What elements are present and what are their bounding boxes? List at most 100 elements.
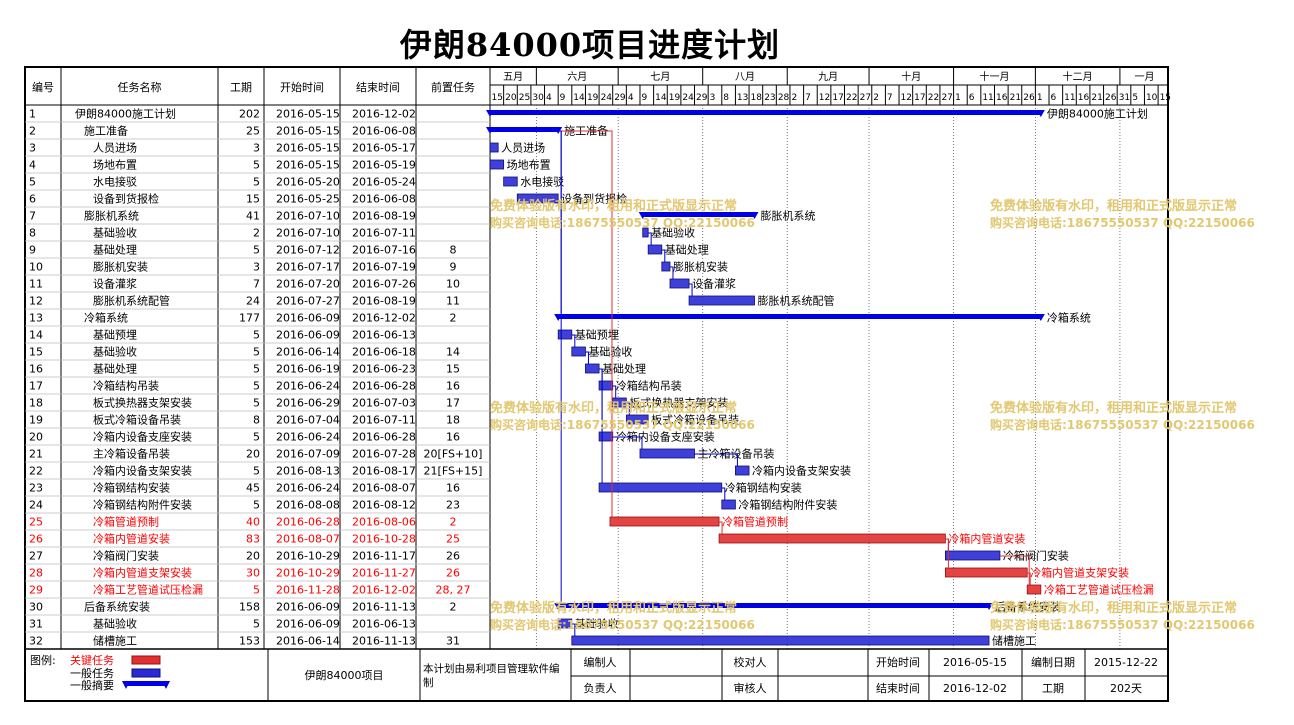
day-tick-label: 7 [887, 93, 893, 103]
task-start-cell: 2016-11-28 [276, 584, 340, 597]
day-tick-label: 10 [1146, 93, 1158, 103]
task-id-cell: 31 [29, 618, 43, 631]
table-header-cell: 工期 [230, 81, 252, 94]
critical-task-bar [944, 567, 1028, 578]
task-end-cell: 2016-05-17 [352, 142, 416, 155]
task-bar [557, 329, 573, 340]
day-tick-label: 29 [614, 93, 626, 103]
task-id-cell: 15 [29, 346, 43, 359]
task-start-cell: 2016-05-15 [276, 159, 340, 172]
dependency-link [648, 232, 652, 245]
task-pred-cell: 31 [446, 635, 460, 648]
dependency-link [661, 249, 666, 262]
task-duration-cell: 8 [253, 414, 260, 427]
task-duration-cell: 5 [253, 159, 260, 172]
day-tick-label: 17 [914, 93, 925, 103]
legend-normal-label: 一般任务 [70, 667, 114, 680]
task-duration-cell: 45 [246, 482, 260, 495]
task-start-cell: 2016-07-10 [276, 210, 340, 223]
footer-project-name: 伊朗84000项目 [305, 669, 384, 682]
task-start-cell: 2016-05-15 [276, 125, 340, 138]
task-bar-label: 冷箱钢结构安装 [725, 481, 802, 495]
task-id-cell: 4 [29, 159, 36, 172]
task-pred-cell: 16 [446, 380, 460, 393]
task-pred-cell: 26 [446, 567, 460, 580]
task-start-cell: 2016-06-09 [276, 312, 340, 325]
task-start-cell: 2016-07-12 [276, 244, 340, 257]
task-bar [639, 448, 695, 459]
footer-compiler-label: 编制人 [584, 655, 617, 669]
day-tick-label: 26 [1105, 93, 1117, 103]
watermark-block: 免费体验版有水印，租用和正式版显示正常 购买咨询电话:18675550537 Q… [990, 400, 1255, 434]
day-tick-label: 6 [969, 93, 975, 103]
task-duration-cell: 83 [246, 533, 260, 546]
task-duration-cell: 177 [239, 312, 260, 325]
task-duration-cell: 5 [253, 465, 260, 478]
task-bar-label: 冷箱阀门安装 [1003, 549, 1069, 563]
task-end-cell: 2016-08-19 [352, 295, 416, 308]
month-label: 五月 [503, 71, 523, 83]
task-id-cell: 25 [29, 516, 43, 529]
footer-date-label: 编制日期 [1031, 655, 1075, 669]
task-bar-label: 后备系统安装 [995, 600, 1061, 614]
summary-end-marker [1036, 110, 1045, 117]
task-id-cell: 5 [29, 176, 36, 189]
task-duration-cell: 24 [246, 295, 260, 308]
task-duration-cell: 5 [253, 397, 260, 410]
watermark-line2: 购买咨询电话:18675550537 QQ:22150066 [490, 418, 755, 432]
day-tick-label: 17 [832, 93, 843, 103]
month-label: 八月 [735, 71, 755, 83]
task-start-cell: 2016-07-27 [276, 295, 340, 308]
watermark-line1: 免费体验版有水印，租用和正式版显示正常 [490, 199, 738, 214]
task-bar-label: 冷箱钢结构附件安装 [738, 498, 837, 512]
legend-summary-label: 一般摘要 [70, 678, 114, 692]
day-tick-label: 18 [751, 93, 763, 103]
month-label: 七月 [650, 71, 670, 83]
dependency-link [612, 385, 617, 398]
task-name-cell: 冷箱钢结构安装 [93, 481, 170, 495]
task-end-cell: 2016-08-12 [352, 499, 416, 512]
task-end-cell: 2016-08-06 [352, 516, 416, 529]
task-start-cell: 2016-06-09 [276, 329, 340, 342]
task-duration-cell: 2 [253, 227, 260, 240]
task-bar-label: 板式冷箱设备吊装 [651, 413, 739, 427]
table-header-cell: 任务名称 [118, 80, 162, 94]
task-bar [516, 193, 559, 204]
task-bar [944, 550, 1001, 561]
task-pred-cell: 23 [446, 499, 460, 512]
task-start-cell: 2016-06-09 [276, 618, 340, 631]
task-bar-label: 基础处理 [665, 244, 709, 257]
task-name-cell: 基础验收 [93, 345, 137, 359]
task-start-cell: 2016-08-07 [276, 533, 340, 546]
critical-task-bar [718, 533, 946, 544]
task-start-cell: 2016-06-24 [276, 380, 340, 393]
task-name-cell: 基础验收 [93, 226, 137, 240]
day-tick-label: 12 [819, 93, 830, 103]
footer-start-value: 2016-05-15 [943, 656, 1007, 669]
task-name-cell: 基础处理 [93, 363, 137, 376]
task-bar-label: 冷箱内管道安装 [948, 532, 1025, 546]
task-end-cell: 2016-07-11 [352, 227, 416, 240]
task-id-cell: 29 [29, 584, 43, 597]
task-id-cell: 6 [29, 193, 36, 206]
task-name-cell: 设备到货报检 [93, 192, 159, 206]
task-name-cell: 冷箱系统 [84, 311, 128, 325]
summary-bar [490, 127, 559, 132]
task-duration-cell: 5 [253, 176, 260, 189]
footer-software-note: 本计划由易利项目管理软件编 [423, 662, 560, 675]
page-title: 伊朗84000项目进度计划 [399, 26, 781, 64]
task-end-cell: 2016-11-13 [352, 601, 416, 614]
task-duration-cell: 5 [253, 431, 260, 444]
task-name-cell: 基础验收 [93, 617, 137, 631]
dependency-link [721, 487, 726, 500]
task-duration-cell: 153 [239, 635, 260, 648]
summary-bar [558, 314, 1041, 319]
task-bar-label: 冷箱管道预制 [722, 515, 788, 529]
dependency-link [571, 334, 576, 347]
summary-start-marker [486, 110, 494, 117]
footer-duration-label: 工期 [1042, 682, 1064, 695]
dependency-link [585, 351, 589, 364]
day-tick-label: 11 [982, 93, 993, 103]
dependency-link [689, 283, 693, 296]
task-start-cell: 2016-08-13 [276, 465, 340, 478]
